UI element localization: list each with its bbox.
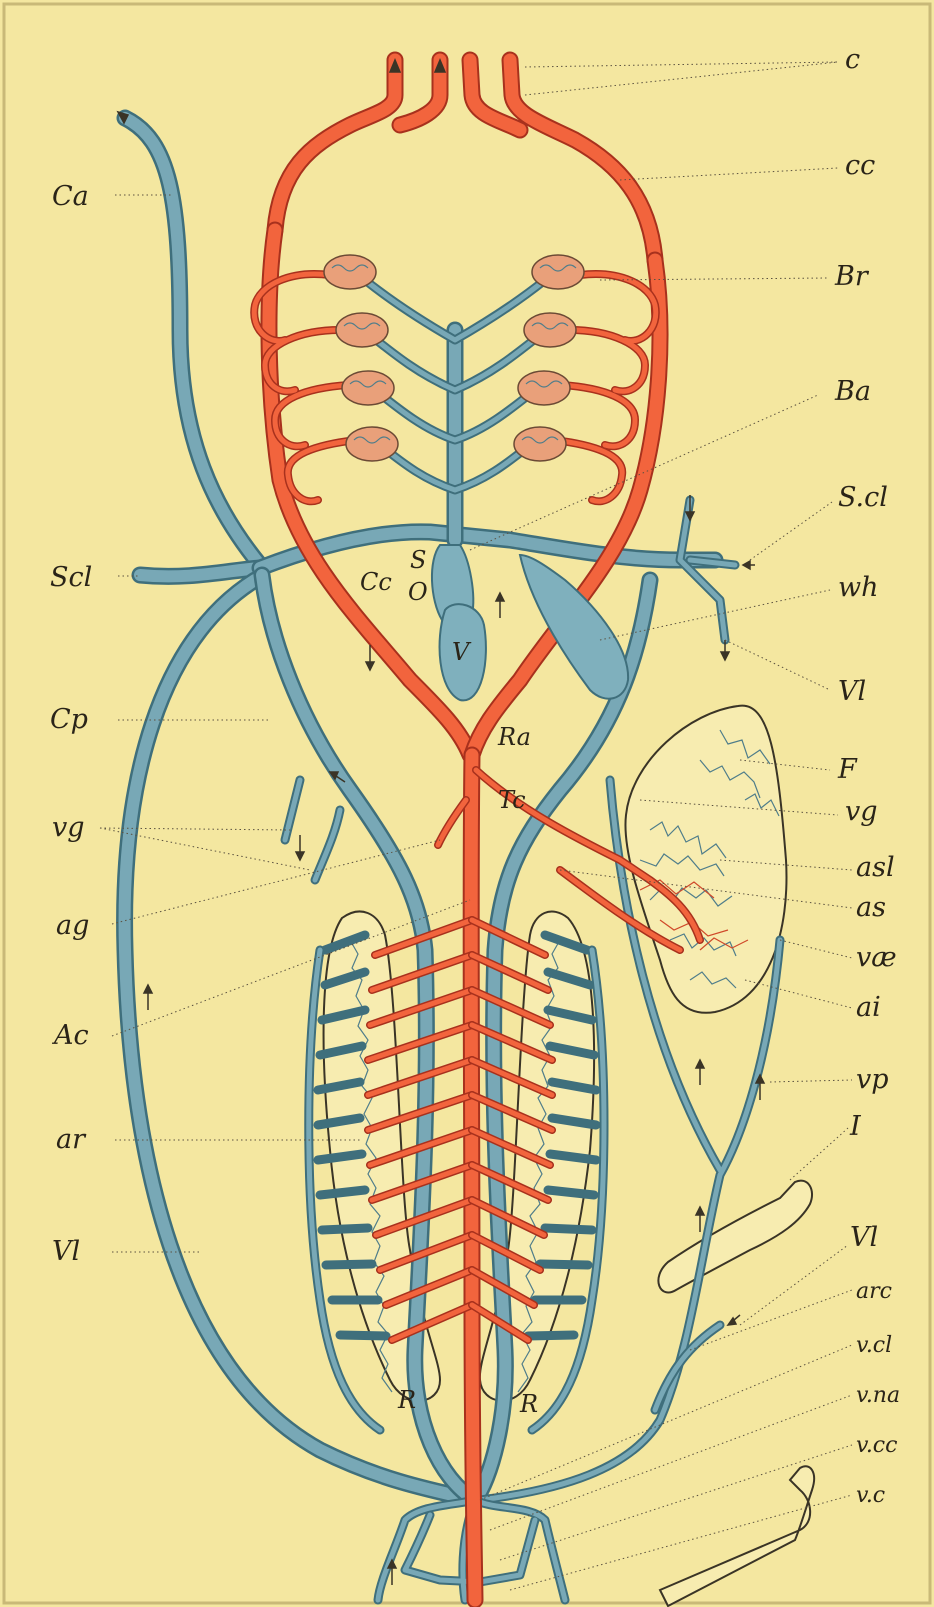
label-cc-right: cc xyxy=(845,150,875,181)
label-tc: Tc xyxy=(498,786,526,814)
label-ve: væ xyxy=(856,942,897,973)
label-arc: arc xyxy=(856,1279,892,1304)
label-vp: vp xyxy=(856,1064,889,1095)
label-vg-left: vg xyxy=(52,812,85,843)
label-s: S xyxy=(410,546,426,574)
label-vl-upper: Vl xyxy=(838,676,866,707)
gill-left-3 xyxy=(342,371,394,405)
gill-right-1 xyxy=(532,255,584,289)
label-ar: ar xyxy=(56,1124,87,1155)
label-ca: Ca xyxy=(52,181,89,212)
label-f: F xyxy=(837,754,858,785)
label-vcl: v.cl xyxy=(856,1333,892,1358)
label-scl-right: S.cl xyxy=(838,482,888,513)
label-wh: wh xyxy=(838,572,879,603)
label-asl: asl xyxy=(856,852,895,883)
label-as: as xyxy=(856,892,886,923)
gill-right-3 xyxy=(518,371,570,405)
label-ba: Ba xyxy=(834,376,871,407)
label-vg-right: vg xyxy=(845,796,878,827)
label-vcc: v.cc xyxy=(856,1433,897,1458)
label-o: O xyxy=(408,578,428,606)
label-i: I xyxy=(849,1111,862,1142)
label-scl-left: Scl xyxy=(50,562,92,593)
gill-left-4 xyxy=(346,427,398,461)
label-vc: v.c xyxy=(856,1483,885,1508)
label-cc-inline: Cc xyxy=(360,568,392,596)
label-c: c xyxy=(845,44,860,75)
label-r-right: R xyxy=(519,1390,538,1418)
label-ra: Ra xyxy=(497,723,531,751)
label-cp: Cp xyxy=(50,704,88,735)
label-v: V xyxy=(452,638,472,666)
label-vl-lower: Vl xyxy=(850,1222,878,1253)
label-br: Br xyxy=(834,261,870,292)
gill-right-2 xyxy=(524,313,576,347)
label-ac: Ac xyxy=(51,1020,89,1051)
label-vl-left: Vl xyxy=(52,1236,80,1267)
label-r-left: R xyxy=(397,1386,416,1414)
gill-right-4 xyxy=(514,427,566,461)
gill-left-1 xyxy=(324,255,376,289)
gill-left-2 xyxy=(336,313,388,347)
label-ai: ai xyxy=(856,992,881,1023)
label-ag: ag xyxy=(56,910,89,941)
label-vna: v.na xyxy=(856,1383,900,1408)
